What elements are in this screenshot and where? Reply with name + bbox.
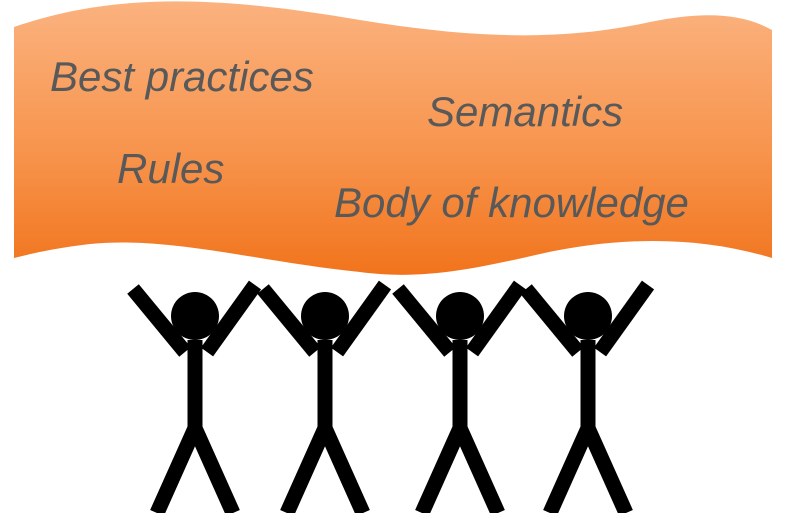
banner-word-semantics: Semantics (427, 88, 624, 135)
stick-figures (127, 280, 655, 513)
stick-figure-3-icon (392, 280, 527, 513)
wavy-banner (14, 1, 772, 275)
stick-figure-1-icon (127, 280, 262, 513)
banner-word-best-practices: Best practices (50, 53, 314, 100)
stick-figure-2-icon (257, 280, 392, 513)
stick-figure-4-icon (520, 280, 655, 513)
banner-word-body-of-knowledge: Body of knowledge (334, 179, 689, 226)
banner-word-rules: Rules (117, 145, 225, 192)
